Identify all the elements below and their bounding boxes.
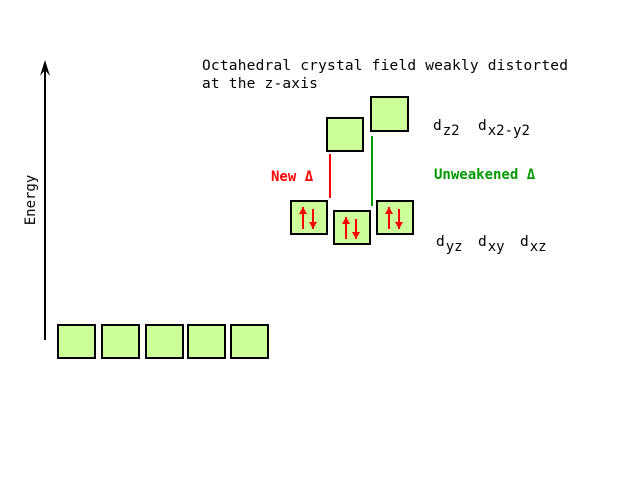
new-delta-text: New: [271, 169, 297, 185]
degenerate-orbital-box: [57, 324, 96, 359]
degenerate-orbital-box: [230, 324, 269, 359]
unweakened-delta-label: Unweakened Δ: [434, 167, 535, 183]
orbital-label-dx2-y2: dx2-y2: [478, 118, 530, 139]
orbital-label-dz2: dz2: [433, 118, 460, 139]
new-delta-label: New Δ: [271, 169, 313, 185]
degenerate-orbital-box: [145, 324, 184, 359]
unweakened-delta-text: Unweakened: [434, 167, 519, 183]
diagram-title: Octahedral crystal field weakly distorte…: [202, 57, 568, 93]
unweakened-delta-symbol: Δ: [526, 167, 536, 183]
energy-axis-label: Energy: [23, 174, 39, 226]
title-line-2: at the z-axis: [202, 76, 319, 92]
spin-up-arrow: [385, 207, 393, 229]
orbital-label-dxz: dxz: [520, 234, 547, 255]
spin-up-arrow: [299, 207, 307, 229]
dx2-y2-orbital-box: [370, 96, 409, 132]
new-delta-symbol: Δ: [304, 169, 314, 185]
orbital-label-dxy: dxy: [478, 234, 505, 255]
eg-orbital-set: [326, 96, 409, 152]
spin-down-arrow: [395, 209, 403, 229]
degenerate-orbital-box: [101, 324, 140, 359]
dz2-orbital-box: [326, 117, 364, 152]
spin-up-arrow: [342, 217, 350, 239]
dxz-orbital-box: [376, 200, 414, 235]
title-line-1: Octahedral crystal field weakly distorte…: [202, 58, 569, 74]
orbital-label-dyz: dyz: [436, 234, 463, 255]
spin-down-arrow: [352, 219, 360, 239]
degenerate-orbital-box: [187, 324, 226, 359]
spin-down-arrow: [309, 209, 317, 229]
t2g-orbital-set: [290, 200, 414, 245]
dxy-orbital-box: [333, 210, 371, 245]
dyz-orbital-box: [290, 200, 328, 235]
energy-axis-arrowhead: [40, 60, 50, 76]
degenerate-orbital-set: [57, 324, 269, 359]
